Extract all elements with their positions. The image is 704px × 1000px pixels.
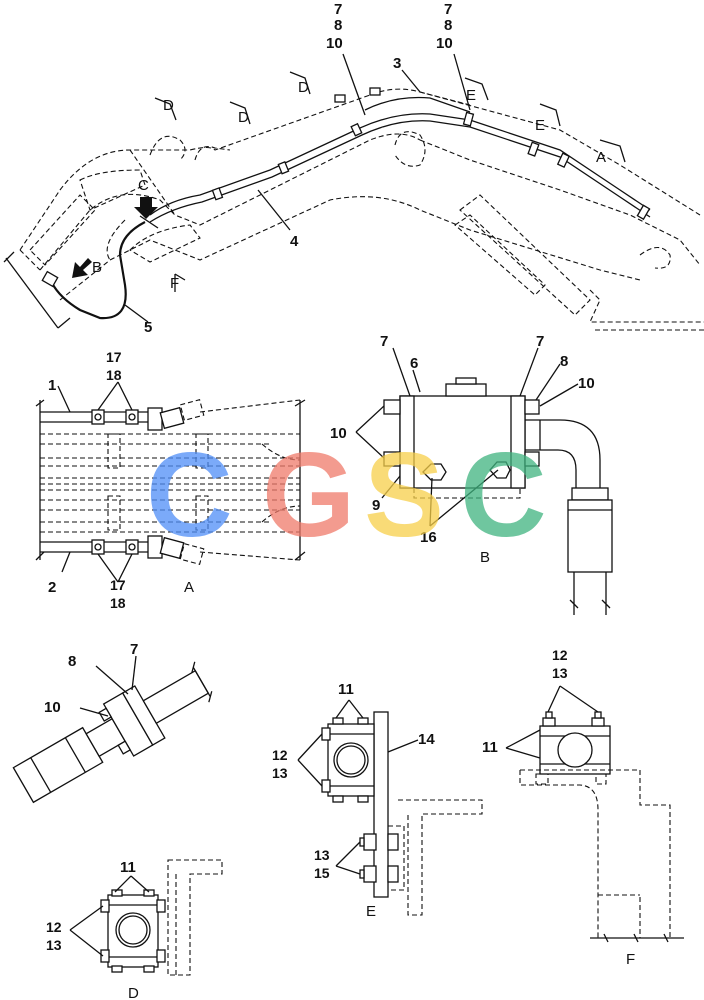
callout-13-view-f: 13 (552, 665, 568, 681)
view-marker-c: C (138, 177, 149, 194)
callout-1: 1 (48, 377, 56, 394)
view-marker-f: F (170, 275, 179, 292)
pipe-clamp (211, 87, 651, 221)
view-e-detail (297, 699, 483, 916)
callout-10-view-c: 10 (44, 699, 61, 716)
callout-7-top-right: 7 (444, 1, 452, 18)
callout-4: 4 (290, 233, 299, 250)
view-b-detail (355, 347, 613, 615)
callout-5: 5 (144, 319, 152, 336)
callout-6: 6 (410, 355, 418, 372)
view-marker-e-2: E (535, 117, 545, 134)
callout-7-top-left: 7 (334, 1, 342, 18)
callout-14: 14 (418, 731, 435, 748)
callout-10-view-b-right: 10 (578, 375, 595, 392)
arrow-view-b-icon (72, 258, 92, 278)
view-marker-d-1: D (163, 97, 174, 114)
callout-12-view-e: 12 (272, 747, 288, 763)
callout-18-upper: 18 (106, 367, 122, 383)
watermark-letter-3: S (364, 428, 444, 562)
callout-11-view-d: 11 (120, 859, 136, 876)
callout-2: 2 (48, 579, 56, 596)
callout-3: 3 (393, 55, 401, 72)
view-f-detail (505, 685, 684, 943)
view-marker-d-2: D (238, 109, 249, 126)
callout-12-view-d: 12 (46, 919, 62, 935)
view-marker-e-1: E (466, 87, 476, 104)
callout-17-upper: 17 (106, 349, 122, 365)
watermark-letter-4: C (460, 428, 547, 562)
callout-15: 15 (314, 865, 330, 881)
callout-17-lower: 17 (110, 577, 126, 593)
callout-10-top-left: 10 (326, 35, 343, 52)
callout-13-view-d: 13 (46, 937, 62, 953)
callout-13-view-e: 13 (272, 765, 288, 781)
callout-10-top-right: 10 (436, 35, 453, 52)
callout-7-view-c: 7 (130, 641, 138, 658)
callout-8-view-b: 8 (560, 353, 568, 370)
view-label-f: F (626, 951, 635, 968)
callout-12-view-f: 12 (552, 647, 568, 663)
callout-7-view-b-left: 7 (380, 333, 388, 350)
watermark-letter-1: C (146, 428, 233, 562)
view-c-detail (12, 661, 213, 804)
view-d-detail (69, 859, 223, 976)
view-a-detail (35, 381, 306, 583)
callout-8-top-right: 8 (444, 17, 452, 34)
callout-7-view-b-right: 7 (536, 333, 544, 350)
callout-10-view-b-left: 10 (330, 425, 347, 442)
view-marker-a: A (596, 149, 606, 166)
watermark-letter-2: G (262, 428, 355, 562)
view-marker-b: B (92, 259, 102, 276)
boom-arm-overview (3, 53, 704, 331)
callout-16: 16 (420, 529, 437, 546)
callout-11-view-f: 11 (482, 739, 498, 756)
view-label-a: A (184, 579, 194, 596)
view-label-b: B (480, 549, 490, 566)
cgsc-watermark: C G S C (146, 428, 547, 562)
callout-18-lower: 18 (110, 595, 126, 611)
callout-11-view-e: 11 (338, 681, 354, 698)
callout-13-view-e-lower: 13 (314, 847, 330, 863)
view-label-d: D (128, 985, 139, 1000)
arrow-view-c-icon (134, 197, 158, 219)
callout-8-top-left: 8 (334, 17, 342, 34)
view-marker-d-3: D (298, 79, 309, 96)
callout-9: 9 (372, 497, 380, 514)
view-label-e: E (366, 903, 376, 920)
callout-8-view-c: 8 (68, 653, 76, 670)
